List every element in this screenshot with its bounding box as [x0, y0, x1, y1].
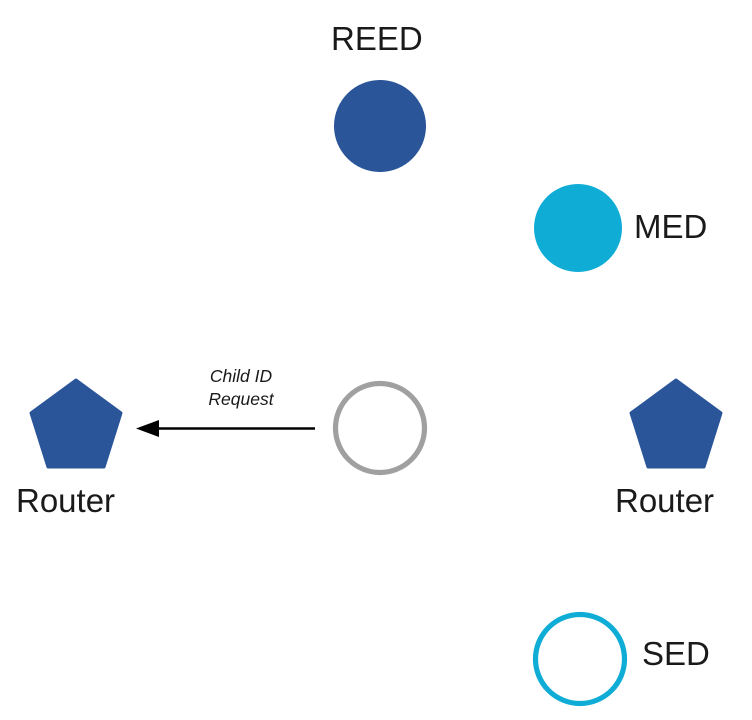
node-med[interactable]: [534, 184, 622, 272]
edge-child-id-request: [136, 420, 315, 437]
node-center-device[interactable]: [332, 380, 428, 476]
node-sed[interactable]: [532, 611, 628, 707]
node-label-router-left: Router: [16, 482, 116, 519]
edge-label-line-1: Child ID: [209, 366, 273, 386]
reed-circle-icon: [334, 80, 426, 172]
center-device-circle-outline-icon: [332, 380, 428, 476]
router-left-pentagon-icon: [29, 378, 123, 469]
child-id-request-arrowhead: [136, 420, 159, 437]
sed-circle-outline-icon: [532, 611, 628, 707]
node-label-reed: REED: [331, 20, 423, 57]
node-router-right[interactable]: [629, 378, 723, 469]
node-label-med: MED: [634, 208, 708, 245]
edge-label-child-id-request: Child ID Request: [186, 365, 296, 411]
edge-label-line-2: Request: [208, 389, 274, 409]
med-circle-icon: [534, 184, 622, 272]
router-right-pentagon-icon: [629, 378, 723, 469]
node-reed[interactable]: [334, 80, 426, 172]
node-label-sed: SED: [642, 635, 710, 672]
node-router-left[interactable]: [29, 378, 123, 469]
node-label-router-right: Router: [615, 482, 715, 519]
